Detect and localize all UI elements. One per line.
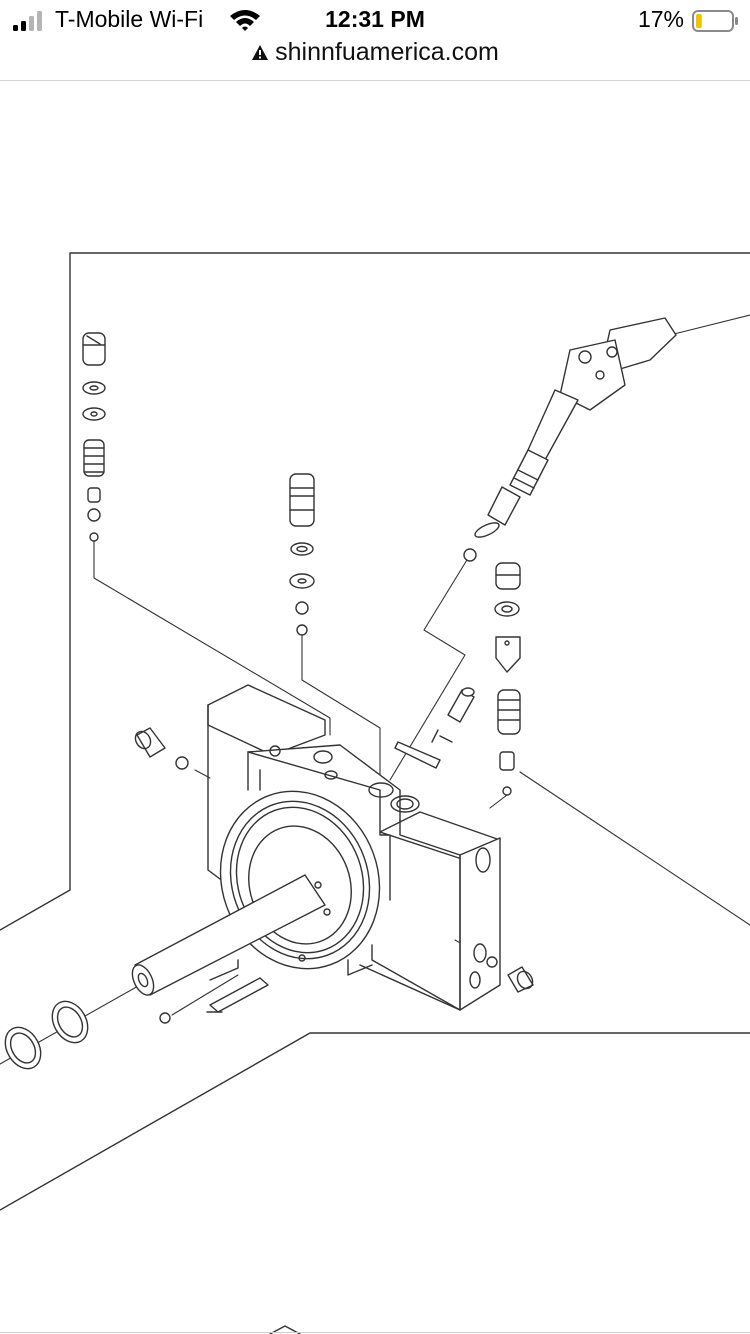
bottom-edge-line — [0, 1332, 750, 1333]
battery-low-icon — [692, 10, 738, 32]
cellular-signal-icon — [13, 11, 42, 31]
warning-triangle-icon — [252, 45, 269, 60]
washers — [4, 1000, 89, 1070]
bottom-edge-mark — [269, 1325, 301, 1334]
shaft — [131, 874, 326, 996]
valve-stack-right — [494, 562, 521, 796]
carrier-name: T-Mobile Wi-Fi — [55, 6, 204, 32]
clock-time: 12:31 PM — [325, 6, 425, 32]
pin-assembly — [394, 687, 475, 769]
plug-left — [134, 727, 189, 770]
url-bar[interactable]: shinnfuamerica.com — [0, 38, 750, 78]
toolbar-divider — [0, 80, 750, 81]
url-domain[interactable]: shinnfuamerica.com — [275, 38, 499, 66]
valve-stack-left — [82, 332, 106, 542]
status-bar: T-Mobile Wi-Fi 12:31 PM 17% — [0, 0, 750, 42]
frame-lines — [0, 252, 750, 1211]
housing-block — [207, 684, 501, 1011]
wifi-icon — [230, 10, 260, 31]
battery-percentage: 17% — [637, 6, 684, 32]
leader-lines — [0, 314, 750, 1065]
plug-right — [486, 956, 534, 993]
universal-joint-shaft — [463, 317, 677, 562]
valve-stack-middle — [289, 473, 315, 636]
key-pin — [159, 977, 269, 1024]
exploded-parts-diagram — [0, 252, 750, 1334]
